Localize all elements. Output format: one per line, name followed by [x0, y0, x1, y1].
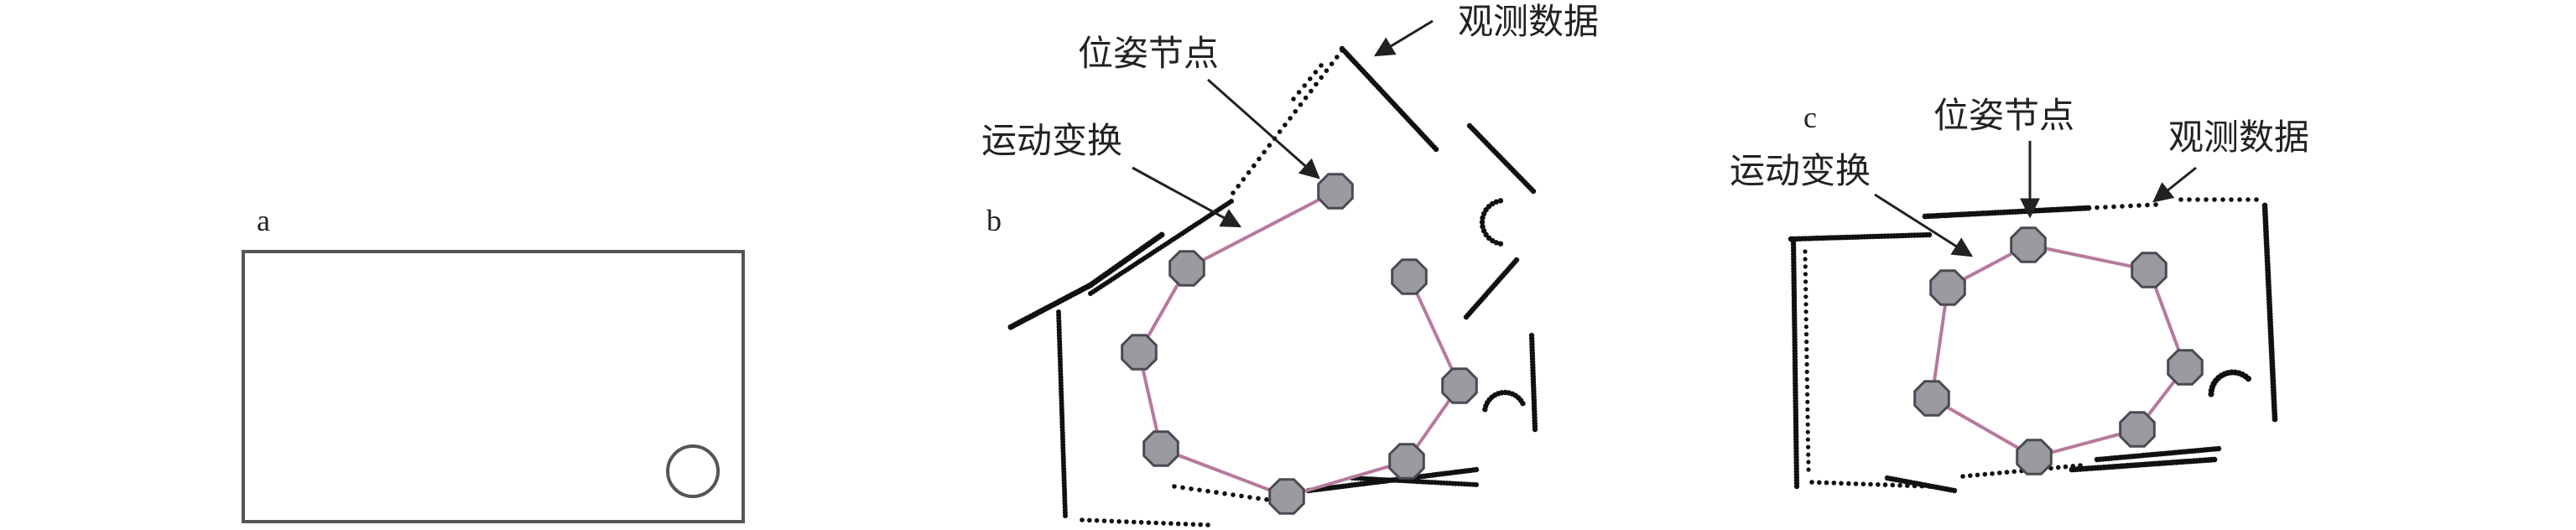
c-pose-node	[1913, 380, 1950, 417]
room-outline	[242, 250, 745, 523]
arrow-observation-b	[1373, 19, 1434, 57]
robot-circle	[666, 444, 720, 498]
c-pose-node	[2131, 252, 2167, 288]
b-scan-segment	[1463, 257, 1520, 320]
b-pose-node	[1268, 478, 1305, 515]
c-scan-segment	[1788, 231, 1933, 242]
c-pose-node	[2119, 411, 2156, 448]
b-scan-segment	[1056, 309, 1068, 518]
b-scan-arc	[1482, 389, 1526, 413]
c-scan-segment	[2261, 202, 2278, 423]
c-pose-node	[2010, 226, 2047, 263]
b-scan-segment	[1339, 45, 1439, 153]
arrow-pose-node-b	[1207, 78, 1320, 179]
b-pose-node	[1441, 367, 1478, 404]
c-scan-segment	[1803, 249, 1811, 472]
c-pose-node	[2016, 439, 2053, 475]
c-scan-segment	[1809, 480, 1932, 489]
c-scan-segment	[2069, 456, 2218, 473]
c-pose-node	[2167, 349, 2204, 386]
b-scan-segment	[1528, 332, 1538, 433]
b-scan-arc	[1479, 198, 1504, 247]
c-scan-segment	[1922, 205, 2092, 220]
panel-a: a	[242, 204, 745, 523]
label-pose-node-b: 位姿节点	[1078, 33, 1219, 74]
b-scan-segment	[1087, 231, 1165, 288]
pose-nodes-c	[1913, 226, 2204, 475]
c-scan-arc	[2208, 369, 2251, 398]
b-pose-node	[1142, 430, 1179, 467]
panel-letter-c: c	[1803, 101, 1817, 134]
b-pose-node	[1317, 173, 1354, 210]
pose-nodes-b	[1121, 173, 1478, 515]
b-scan-segment	[1291, 63, 1324, 101]
label-observation-c: 观测数据	[2168, 117, 2309, 158]
b-scan-segment	[1466, 122, 1537, 195]
c-scan-segment	[2178, 197, 2259, 202]
c-scan-segment	[1884, 475, 1958, 494]
c-pose-node	[1929, 269, 1966, 306]
panel-letter-a: a	[257, 204, 270, 237]
b-scan-segment	[1007, 282, 1094, 330]
b-scan-segment	[1088, 199, 1234, 296]
c-scan-segment	[2086, 202, 2158, 210]
panel-b: b 位姿节点 运动变换 观测数据	[981, 1, 1599, 527]
label-observation-b: 观测数据	[1458, 1, 1599, 42]
observation-data-b	[1007, 45, 1538, 527]
arrow-observation-c	[2152, 166, 2197, 203]
b-scan-segment	[1080, 517, 1210, 527]
arrow-motion-b	[1132, 166, 1242, 228]
label-motion-c: 运动变换	[1730, 150, 1871, 191]
panel-c: c 位姿节点 运动变换 观测数据	[1730, 95, 2309, 494]
label-motion-b: 运动变换	[981, 120, 1122, 161]
arrow-motion-c	[1874, 193, 1974, 257]
c-scan-segment	[1790, 236, 1800, 490]
b-pose-node	[1391, 258, 1428, 295]
label-pose-node-c: 位姿节点	[1933, 95, 2074, 136]
observation-data-c	[1788, 197, 2278, 494]
b-scan-segment	[1350, 475, 1479, 487]
b-pose-node	[1388, 443, 1425, 480]
panel-letter-b: b	[986, 204, 1002, 237]
c-scan-segment	[2094, 445, 2222, 463]
b-pose-node	[1121, 334, 1158, 371]
b-pose-node	[1168, 250, 1205, 287]
b-scan-segment	[1231, 48, 1345, 195]
